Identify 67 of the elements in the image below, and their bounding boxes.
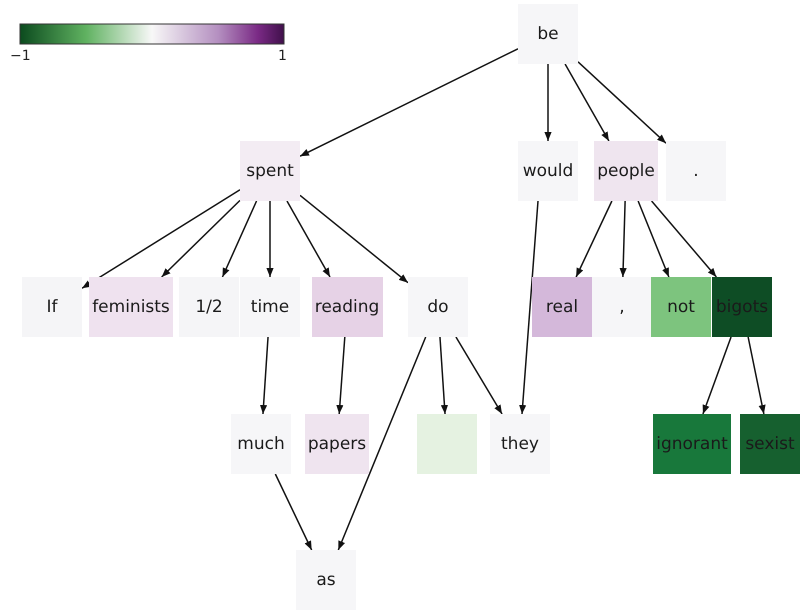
- word-box: [296, 550, 356, 610]
- word-box: [666, 141, 726, 201]
- arrow: [519, 200, 539, 414]
- word-label: If: [46, 297, 59, 317]
- word-label: not: [666, 297, 696, 317]
- word-box: [231, 414, 291, 474]
- word-box: [592, 277, 652, 337]
- arrow: [702, 336, 732, 414]
- arrow: [266, 201, 274, 277]
- word-box: [712, 277, 772, 337]
- word-label: .: [692, 161, 700, 181]
- word-label: papers: [306, 434, 368, 454]
- arrow: [544, 64, 552, 141]
- word-box: [305, 414, 369, 474]
- arrow: [439, 336, 448, 414]
- arrow: [575, 200, 613, 278]
- arrow: [222, 200, 258, 278]
- arrow: [455, 336, 503, 414]
- word-label: as: [315, 570, 337, 590]
- word-label: reading: [314, 297, 380, 317]
- word-label: would: [522, 161, 574, 181]
- word-label: they: [500, 434, 540, 454]
- word-box: [740, 414, 800, 474]
- word-label: sexist: [744, 434, 796, 454]
- arrow: [336, 336, 346, 414]
- word-box: [22, 277, 82, 337]
- arrow: [637, 200, 670, 278]
- word-label: much: [236, 434, 286, 454]
- word-box: [518, 4, 578, 64]
- word-box: [240, 141, 300, 201]
- word-label: spent: [245, 161, 295, 181]
- word-label: ignorant: [655, 434, 729, 454]
- word-label: people: [596, 161, 656, 181]
- arrow: [620, 200, 627, 278]
- arrow: [564, 64, 610, 142]
- word-box: [594, 141, 658, 201]
- word-box: [532, 277, 592, 337]
- word-label: be: [536, 24, 560, 44]
- word-box: [408, 277, 468, 337]
- arrow: [300, 48, 518, 157]
- arrow: [286, 200, 331, 278]
- arrow: [260, 336, 269, 414]
- word-label: real: [544, 297, 580, 317]
- arrow: [338, 336, 426, 550]
- word-box: [179, 277, 239, 337]
- word-label: time: [250, 297, 290, 317]
- arrow: [300, 194, 408, 284]
- word-label: 1/2: [194, 297, 224, 317]
- arrow: [747, 336, 766, 414]
- word-label: do: [426, 297, 450, 317]
- word-box: [89, 277, 173, 337]
- word-box: [651, 277, 711, 337]
- word-box: [240, 277, 300, 337]
- colorbar-tick-label: −1: [10, 48, 31, 64]
- arrow: [161, 200, 241, 278]
- word-box: [490, 414, 550, 474]
- word-label: feminists: [91, 297, 171, 317]
- word-box: [312, 277, 382, 337]
- word-box: [417, 414, 477, 474]
- colorbar-tick-label: 1: [278, 48, 287, 64]
- word-box: [518, 141, 578, 201]
- word-box: [653, 414, 731, 474]
- arrow: [578, 61, 666, 144]
- arrow: [82, 189, 240, 289]
- arrow: [651, 200, 717, 278]
- word-label: ,: [618, 297, 626, 317]
- arrow: [274, 474, 312, 550]
